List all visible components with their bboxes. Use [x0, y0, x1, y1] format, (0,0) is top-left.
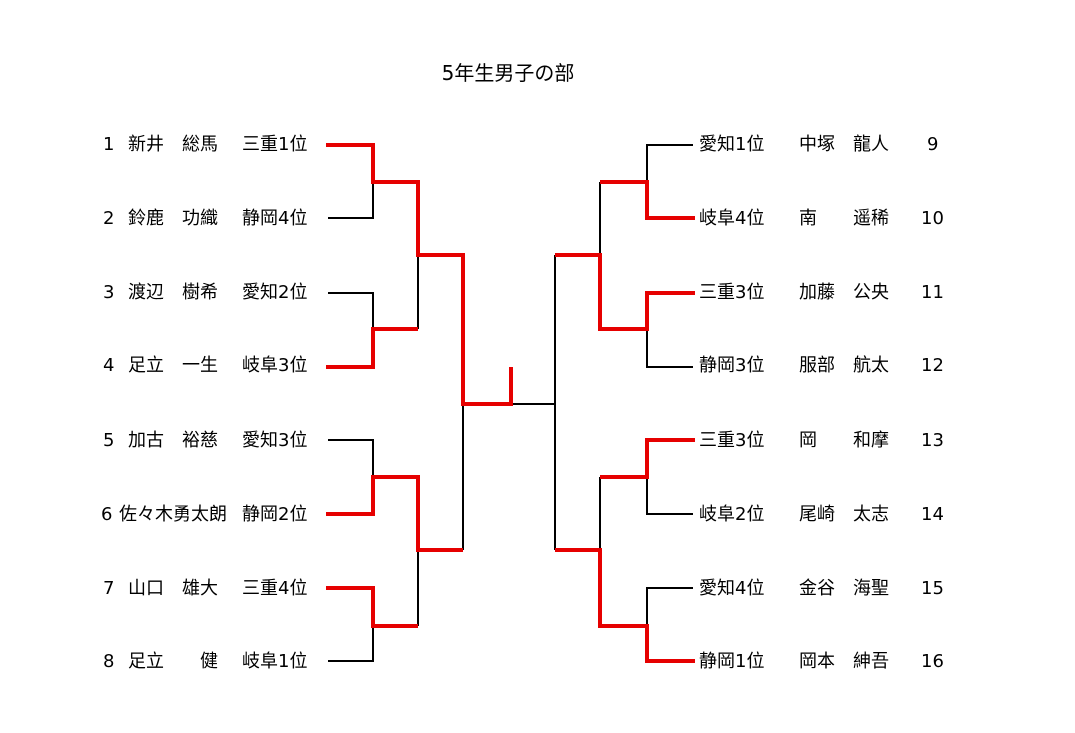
left-entry-4: 4 足立 一生 岐阜3位	[0, 354, 330, 378]
win-right-10	[600, 180, 695, 220]
seed-number: 11	[921, 282, 944, 303]
player-name: 鈴鹿 功織	[128, 208, 218, 229]
prefecture-rank: 愛知3位	[242, 430, 308, 451]
line-left-3	[328, 292, 374, 329]
right-entry-13: 三重3位 岡 和摩 13	[0, 429, 960, 453]
seed-number: 7	[103, 578, 115, 599]
player-name: 服部 航太	[799, 355, 889, 376]
prefecture-rank: 岐阜2位	[699, 504, 765, 525]
seed-number: 2	[103, 208, 115, 229]
prefecture-rank: 岐阜4位	[699, 208, 765, 229]
line-right-12	[646, 329, 693, 368]
player-name: 佐々木勇太朗	[119, 504, 227, 525]
seed-number: 15	[921, 578, 944, 599]
prefecture-rank: 静岡1位	[699, 651, 765, 672]
player-name: 新井 総馬	[128, 134, 218, 155]
player-name: 南 遥稀	[799, 208, 889, 229]
player-name: 加古 裕慈	[128, 430, 218, 451]
seed-number: 14	[921, 504, 944, 525]
bracket-title: 5年生男子の部	[441, 61, 575, 85]
left-entry-8: 8 足立 健 岐阜1位	[0, 650, 330, 674]
player-name: 岡本 紳吾	[799, 651, 889, 672]
right-entry-10: 岐阜4位 南 遥稀 10	[0, 207, 960, 231]
right-entry-11: 三重3位 加藤 公央 11	[0, 281, 960, 305]
win-left-6	[326, 475, 463, 552]
right-entry-16: 静岡1位 岡本 紳吾 16	[0, 650, 960, 674]
line-right-14	[646, 477, 693, 515]
prefecture-rank: 愛知1位	[699, 134, 765, 155]
seed-number: 13	[921, 430, 944, 451]
player-name: 尾崎 太志	[799, 504, 889, 525]
seed-number: 4	[103, 355, 115, 376]
bracket-lines-black	[328, 144, 693, 662]
line-left-2	[328, 182, 374, 219]
seed-number: 8	[103, 651, 115, 672]
left-entry-2: 2 鈴鹿 功織 静岡4位	[0, 207, 330, 231]
win-left-4	[326, 327, 418, 369]
player-name: 岡 和摩	[799, 430, 889, 451]
player-name: 足立 健	[128, 651, 218, 672]
line-right-9	[646, 144, 693, 182]
line-right-15	[646, 587, 693, 626]
prefecture-rank: 愛知2位	[242, 282, 308, 303]
left-entry-7: 7 山口 雄大 三重4位	[0, 577, 330, 601]
seed-number: 6	[101, 504, 113, 525]
prefecture-rank: 三重4位	[242, 578, 308, 599]
line-left-5	[328, 439, 374, 477]
left-entry-5: 5 加古 裕慈 愛知3位	[0, 429, 330, 453]
prefecture-rank: 岐阜1位	[242, 651, 308, 672]
win-left-7	[326, 586, 418, 628]
seed-number: 3	[103, 282, 115, 303]
prefecture-rank: 岐阜3位	[242, 355, 308, 376]
player-name: 足立 一生	[128, 355, 218, 376]
prefecture-rank: 三重3位	[699, 430, 765, 451]
player-name: 渡辺 樹希	[128, 282, 218, 303]
win-left-1	[326, 143, 513, 406]
right-entry-12: 静岡3位 服部 航太 12	[0, 354, 960, 378]
seed-number: 1	[103, 134, 115, 155]
prefecture-rank: 三重1位	[242, 134, 308, 155]
seed-number: 5	[103, 430, 115, 451]
seed-number: 10	[921, 208, 944, 229]
prefecture-rank: 三重3位	[699, 282, 765, 303]
line-left-8	[328, 626, 374, 662]
seed-number: 12	[921, 355, 944, 376]
win-right-16	[555, 548, 695, 663]
right-entry-14: 岐阜2位 尾崎 太志 14	[0, 503, 960, 527]
seed-number: 9	[927, 134, 939, 155]
prefecture-rank: 愛知4位	[699, 578, 765, 599]
right-entry-9: 愛知1位 中塚 龍人 9	[0, 133, 960, 157]
left-entry-3: 3 渡辺 樹希 愛知2位	[0, 281, 330, 305]
seed-number: 16	[921, 651, 944, 672]
win-right-11	[555, 253, 695, 331]
prefecture-rank: 静岡2位	[242, 504, 308, 525]
player-name: 金谷 海聖	[799, 578, 889, 599]
player-name: 加藤 公央	[799, 282, 889, 303]
prefecture-rank: 静岡4位	[242, 208, 308, 229]
player-name: 中塚 龍人	[799, 134, 889, 155]
left-entry-6: 6 佐々木勇太朗 静岡2位	[0, 503, 330, 527]
right-entry-15: 愛知4位 金谷 海聖 15	[0, 577, 960, 601]
left-entry-1: 1 新井 総馬 三重1位	[0, 133, 330, 157]
prefecture-rank: 静岡3位	[699, 355, 765, 376]
player-name: 山口 雄大	[128, 578, 218, 599]
bracket-lines-red	[326, 143, 695, 663]
win-right-13	[600, 438, 695, 479]
